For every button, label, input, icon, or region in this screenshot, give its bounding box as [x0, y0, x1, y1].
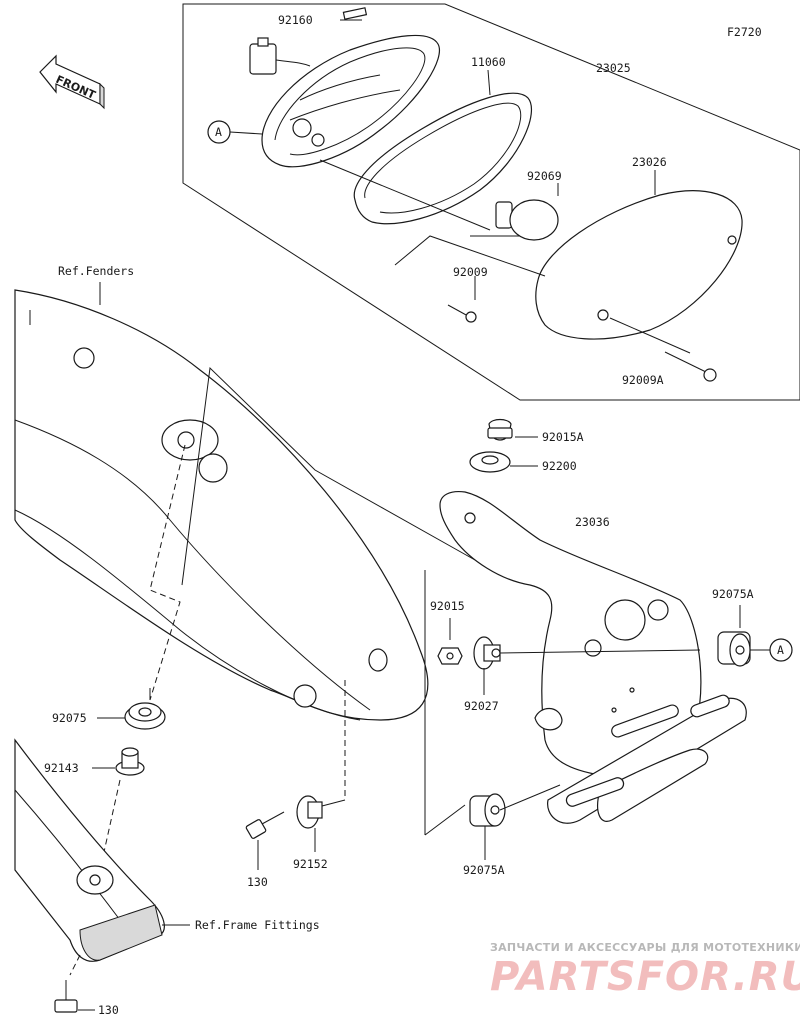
- bolt-130-mid: [245, 811, 285, 839]
- part-label-92009: 92009: [453, 265, 488, 279]
- part-label-92075A-bottom: 92075A: [463, 863, 505, 877]
- watermark-tagline: ЗАПЧАСТИ И АКСЕССУАРЫ ДЛЯ МОТОТЕХНИКИ: [490, 941, 800, 954]
- collar-92027: [473, 636, 501, 670]
- lamp-gasket: [353, 92, 533, 225]
- part-label-23036: 23036: [575, 515, 610, 529]
- nut-92015: [437, 647, 463, 665]
- license-plate-strip: [547, 694, 747, 824]
- part-label-92009A: 92009A: [622, 373, 664, 387]
- part-label-92143: 92143: [44, 761, 79, 775]
- part-label-130-bottom: 130: [98, 1003, 119, 1017]
- rubber-92075A-bottom: [469, 793, 506, 827]
- ref-fenders-label: Ref.Fenders: [58, 264, 134, 278]
- screw-92009: [447, 304, 477, 323]
- washer-92200: [469, 451, 511, 473]
- front-direction-arrow: FRONT: [39, 54, 105, 110]
- tail-lamp-lens: [535, 190, 743, 340]
- callout-a-right: [769, 638, 793, 662]
- part-label-92015: 92015: [430, 599, 465, 613]
- frame-fitting: [14, 738, 165, 962]
- part-label-92152: 92152: [293, 857, 328, 871]
- tail-lamp-housing: [249, 34, 440, 168]
- tail-lamp-assembly-box: [182, 3, 800, 401]
- screw-92009A: [664, 351, 717, 382]
- part-label-92075: 92075: [52, 711, 87, 725]
- part-label-23026: 23026: [632, 155, 667, 169]
- rubber-92075A-top: [717, 631, 751, 667]
- bulb-92069: [495, 199, 559, 241]
- part-label-23025: 23025: [596, 61, 631, 75]
- part-label-130-mid: 130: [247, 875, 268, 889]
- bolt-130-bottom: [54, 980, 78, 1013]
- callout-a-left-label: A: [215, 125, 222, 139]
- part-label-11060: 11060: [471, 55, 506, 69]
- callout-a-right-label: A: [777, 643, 784, 657]
- part-label-92069: 92069: [527, 169, 562, 183]
- part-label-92015A: 92015A: [542, 430, 584, 444]
- part-label-92160: 92160: [278, 13, 313, 27]
- part-label-92200: 92200: [542, 459, 577, 473]
- part-label-92075A-top: 92075A: [712, 587, 754, 601]
- cap-nut-92015A: [487, 418, 513, 441]
- collar-92152: [296, 795, 323, 829]
- ref-frame-fittings-label: Ref.Frame Fittings: [195, 918, 320, 932]
- lamp-bracket-23036: [439, 490, 702, 776]
- part-92160-shape: [342, 7, 368, 20]
- part-label-92027: 92027: [464, 699, 499, 713]
- rubber-92075: [124, 702, 166, 730]
- diagram-id-label: F2720: [727, 25, 762, 39]
- collar-92143: [115, 747, 145, 776]
- watermark-brand: PARTSFOR.RU: [490, 954, 800, 1000]
- rear-fender: [14, 289, 429, 721]
